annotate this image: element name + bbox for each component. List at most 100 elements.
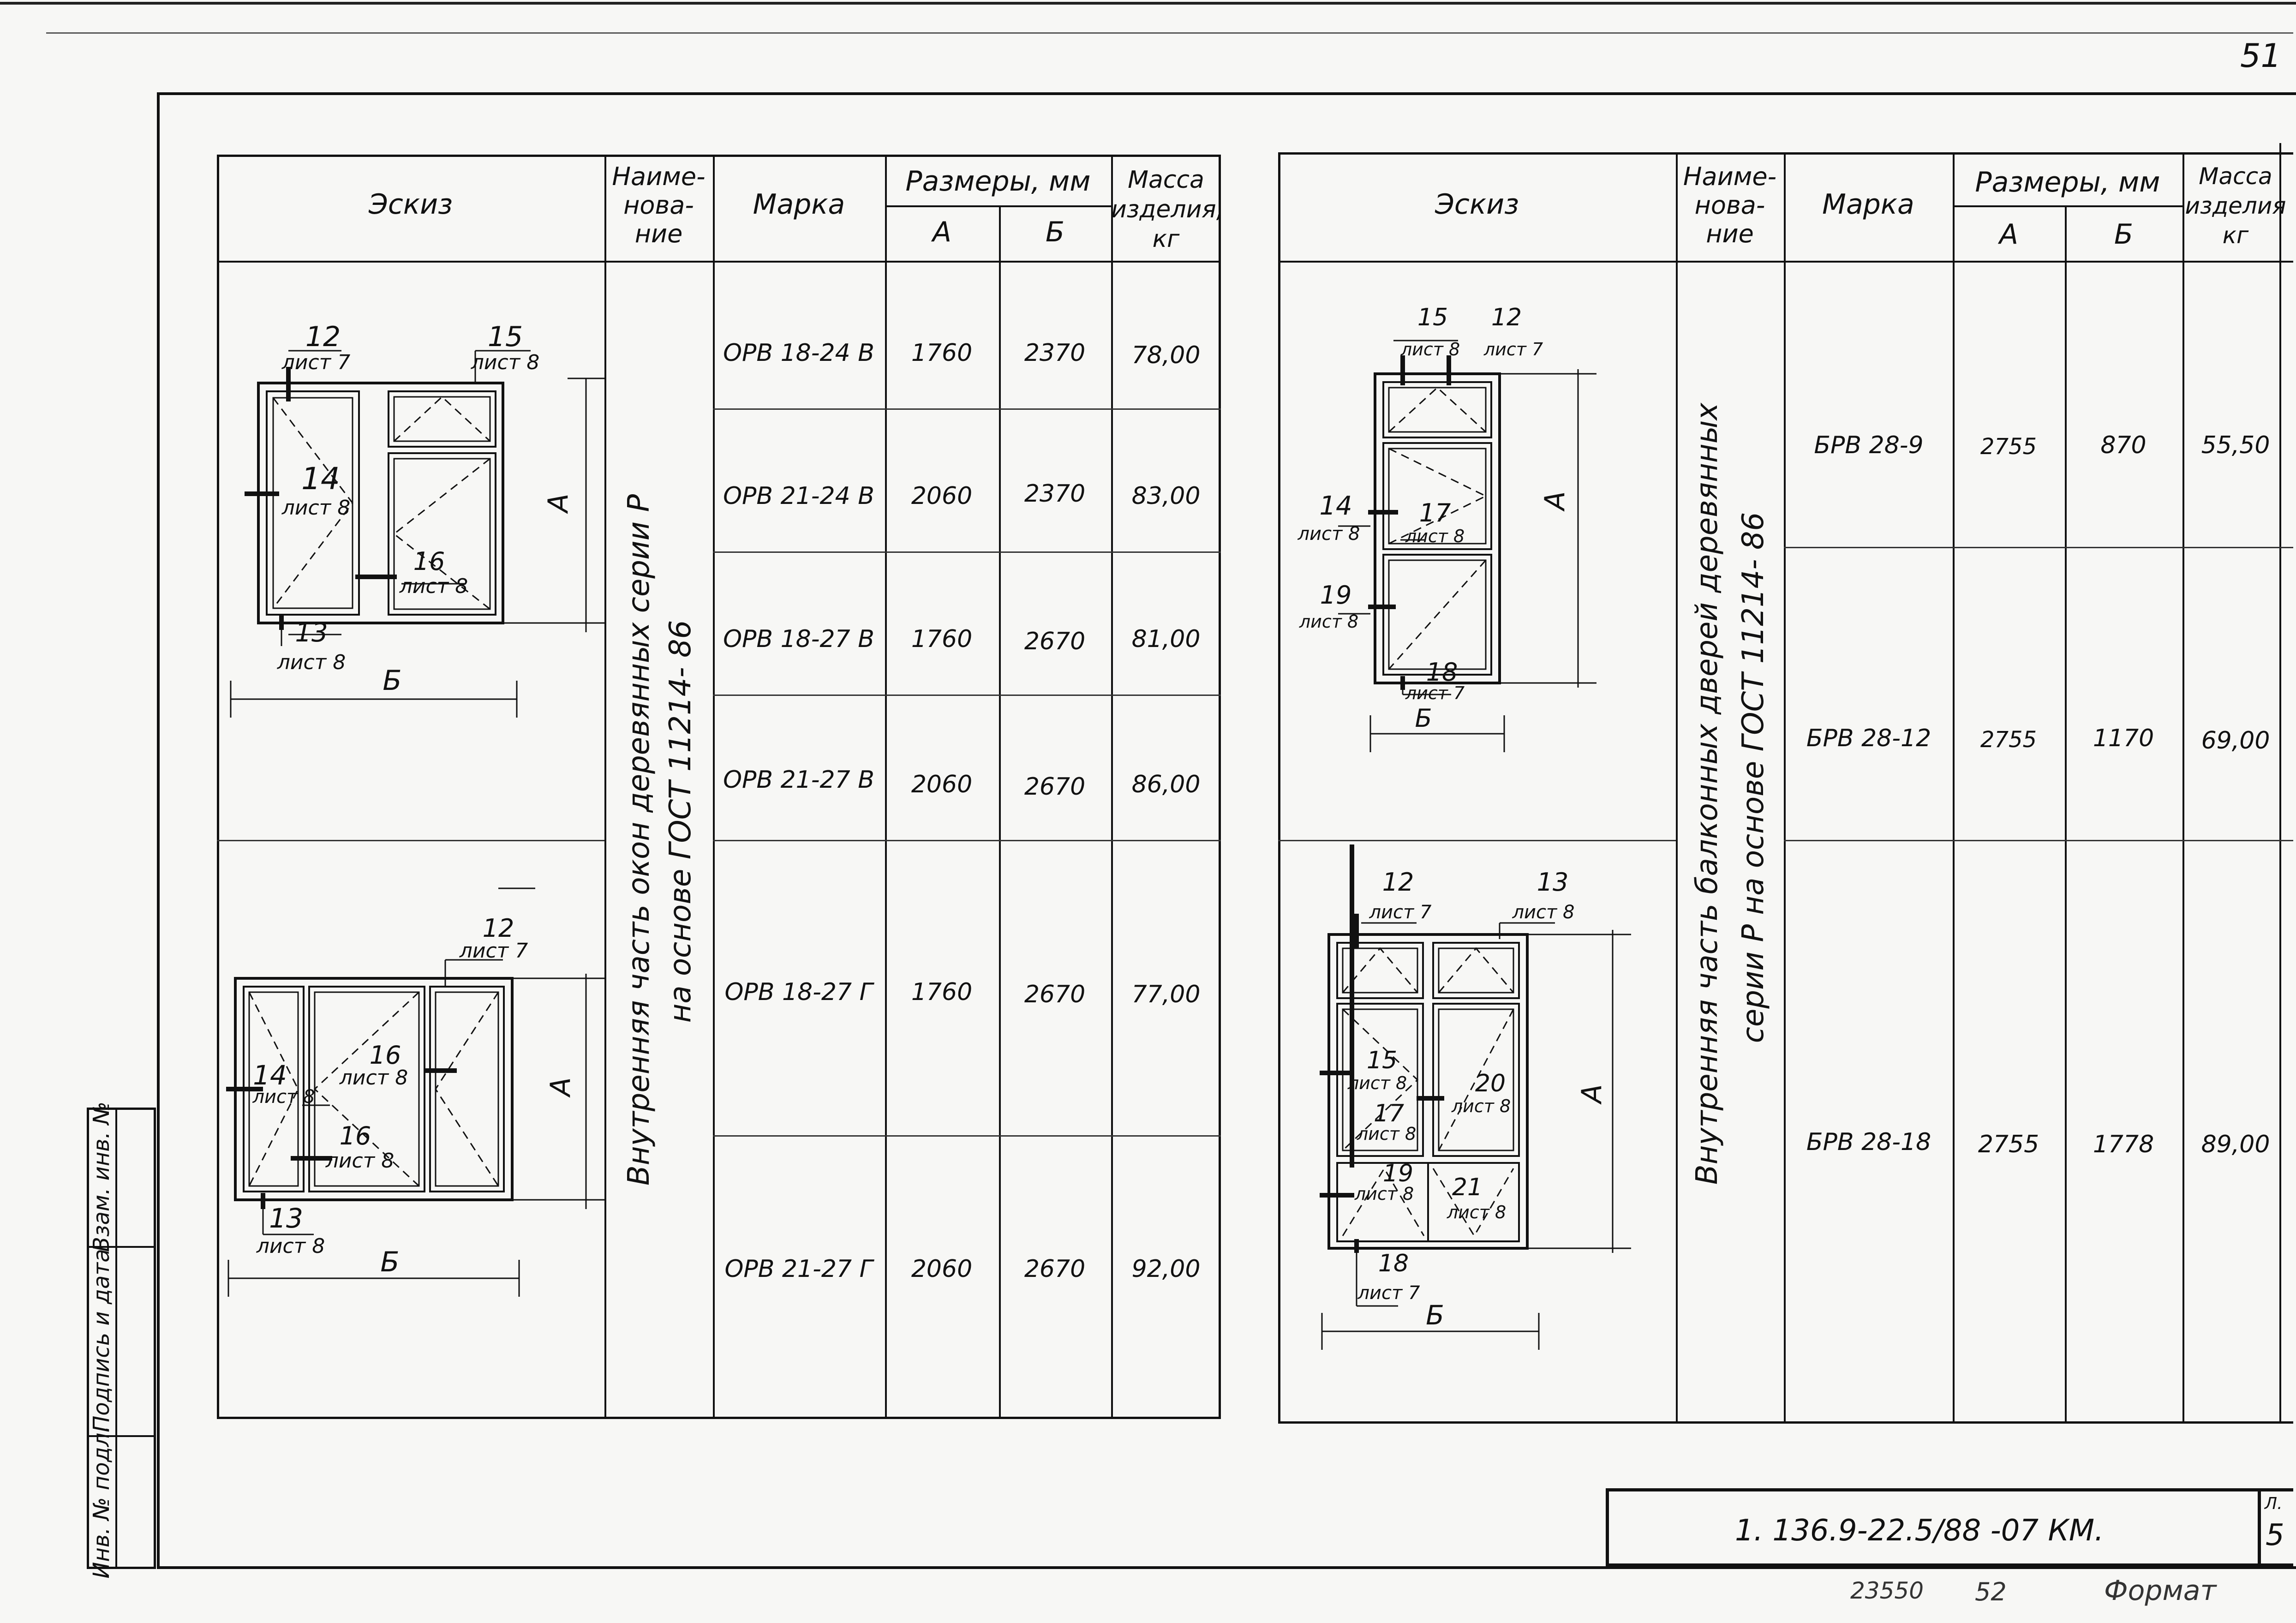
left-subheader-line (885, 205, 1111, 207)
left-sketch-2: 12 лист 7 14 лист 8 16 лист 8 16 лист 8 … (226, 887, 604, 1297)
right-col-line (1784, 152, 1786, 1424)
r-sketch1-sheet-19: лист 8 (1299, 611, 1358, 632)
left-row-line (713, 695, 1221, 696)
left-row2-b: 2370 (1024, 480, 1086, 508)
left-row1-mass: 78,00 (1131, 341, 1201, 369)
right-header-sizes: Размеры, мм (1975, 166, 2160, 198)
right-sketch-2: 12 лист 7 13 лист 8 15 лист 8 20 лист 8 … (1320, 844, 1631, 1350)
left-row5-mark: ОРВ 18-27 Г (724, 978, 873, 1006)
side-stamp (87, 1108, 156, 1569)
sketch2-sheet-14: лист 8 (252, 1086, 315, 1108)
sketch1-sheet-16: лист 8 (399, 575, 468, 598)
right-col-line (2065, 205, 2067, 1424)
r-sketch1-sheet-18: лист 7 (1405, 683, 1465, 703)
left-row3-a: 1760 (911, 625, 973, 653)
sketch1-callout-14: 14 (301, 461, 340, 497)
sketch1-dim-b: Б (383, 665, 401, 697)
left-row3-mass: 81,00 (1131, 625, 1201, 653)
footer-number-2: 52 (1975, 1577, 2007, 1606)
left-row4-b: 2670 (1024, 773, 1086, 801)
r-sketch2-sheet-17: лист 8 (1357, 1124, 1416, 1144)
left-row1-a: 1760 (911, 339, 973, 367)
r-sketch2-callout-17: 17 (1374, 1100, 1404, 1127)
left-header-mark: Марка (753, 188, 845, 221)
r-sketch2-callout-12: 12 (1382, 868, 1414, 897)
r-sketch2-sheet-12: лист 7 (1369, 902, 1432, 923)
left-row-line (713, 551, 1221, 553)
r-sketch1-callout-18: 18 (1426, 658, 1458, 687)
top-edge-line (0, 2, 2296, 5)
left-row2-mark: ОРВ 21-24 В (723, 482, 874, 510)
left-header-sizes: Размеры, мм (905, 165, 1091, 198)
right-row3-b: 1778 (2093, 1131, 2154, 1158)
left-header-name: Наиме- нова- ние (612, 162, 706, 248)
right-header-mark: Марка (1822, 188, 1914, 221)
side-stamp-divider (87, 1246, 156, 1248)
r-sketch1-dim-a: А (1539, 491, 1571, 512)
sketch1-callout-15: 15 (488, 321, 523, 353)
left-row6-mark: ОРВ 21-27 Г (724, 1255, 873, 1283)
left-col-line (1111, 155, 1113, 1419)
r-sketch2-dim-b: Б (1426, 1300, 1444, 1331)
sketch2-sheet-16a: лист 8 (339, 1066, 408, 1090)
r-sketch2-sheet-21: лист 8 (1447, 1202, 1506, 1222)
left-row2-mass: 83,00 (1131, 482, 1201, 510)
left-header-line (217, 261, 1221, 263)
left-header-size-b: Б (1045, 216, 1065, 248)
left-name-line2: на основе ГОСТ 11214- 86 (664, 620, 698, 1023)
right-row1-a: 2755 (1980, 434, 2037, 460)
left-header-mass: Масса изделия, кг (1111, 166, 1224, 253)
left-row6-b: 2670 (1024, 1255, 1086, 1283)
side-stamp-divider (115, 1108, 117, 1569)
left-row5-b: 2670 (1024, 981, 1086, 1008)
r-sketch2-callout-20: 20 (1475, 1070, 1506, 1097)
r-sketch2-sheet-18: лист 7 (1357, 1282, 1420, 1304)
side-stamp-divider (87, 1435, 156, 1437)
sketch2-dim-b: Б (380, 1246, 399, 1278)
left-row5-mass: 77,00 (1131, 981, 1201, 1008)
left-col-line (885, 155, 887, 1419)
r-sketch1-callout-14: 14 (1319, 491, 1352, 521)
r-sketch2-callout-18: 18 (1378, 1250, 1409, 1277)
left-col-line (713, 155, 715, 1419)
stamp-inventory-field: Инв. № подл. (89, 1425, 114, 1579)
left-row-line (713, 1135, 1221, 1137)
r-sketch2-sheet-19: лист 8 (1354, 1184, 1414, 1204)
right-name-line1: Внутренняя часть балконных дверей деревя… (1690, 402, 1724, 1185)
sketch1-callout-12: 12 (305, 321, 341, 353)
right-table-edge (2279, 143, 2281, 1424)
sketch1-sheet-15: лист 8 (471, 351, 540, 374)
r-sketch2-sheet-15: лист 8 (1347, 1073, 1407, 1093)
title-block (1606, 1488, 2261, 1567)
sketch1-sheet-13: лист 8 (277, 651, 346, 674)
sketch2-sheet-13: лист 8 (256, 1234, 325, 1258)
sketch2-dim-a: А (544, 1077, 577, 1098)
r-sketch1-sheet-14: лист 8 (1297, 523, 1360, 545)
left-sketch-divider (217, 840, 604, 841)
left-row4-a: 2060 (911, 771, 973, 798)
right-row2-b: 1170 (2093, 725, 2154, 752)
r-sketch1-callout-15: 15 (1417, 304, 1448, 331)
r-sketch2-callout-13: 13 (1537, 868, 1569, 897)
left-row4-mark: ОРВ 21-27 В (723, 766, 874, 794)
sketch2-callout-12: 12 (483, 914, 514, 943)
sketch2-callout-14: 14 (253, 1060, 287, 1091)
right-col-line (2182, 152, 2184, 1424)
sketch2-sheet-12: лист 7 (459, 939, 528, 963)
r-sketch1-sheet-12: лист 7 (1483, 339, 1543, 359)
right-table (1278, 152, 2293, 1424)
sheet-label: Л. (2265, 1494, 2283, 1513)
r-sketch1-dim-b: Б (1415, 704, 1432, 733)
r-sketch1-callout-19: 19 (1320, 581, 1352, 610)
footer-number-1: 23550 (1850, 1577, 1924, 1604)
sheet-box (2261, 1488, 2293, 1567)
left-col-line (999, 205, 1001, 1419)
sketch1-callout-16: 16 (413, 547, 445, 576)
right-sketch-divider (1278, 840, 1676, 841)
right-header-size-a: А (1999, 218, 2019, 251)
left-row1-mark: ОРВ 18-24 В (723, 339, 874, 367)
page-number: 51 (2240, 37, 2282, 75)
right-row1-mass: 55,50 (2201, 431, 2270, 459)
left-col-line (604, 155, 606, 1419)
right-subheader-line (1953, 205, 2182, 207)
